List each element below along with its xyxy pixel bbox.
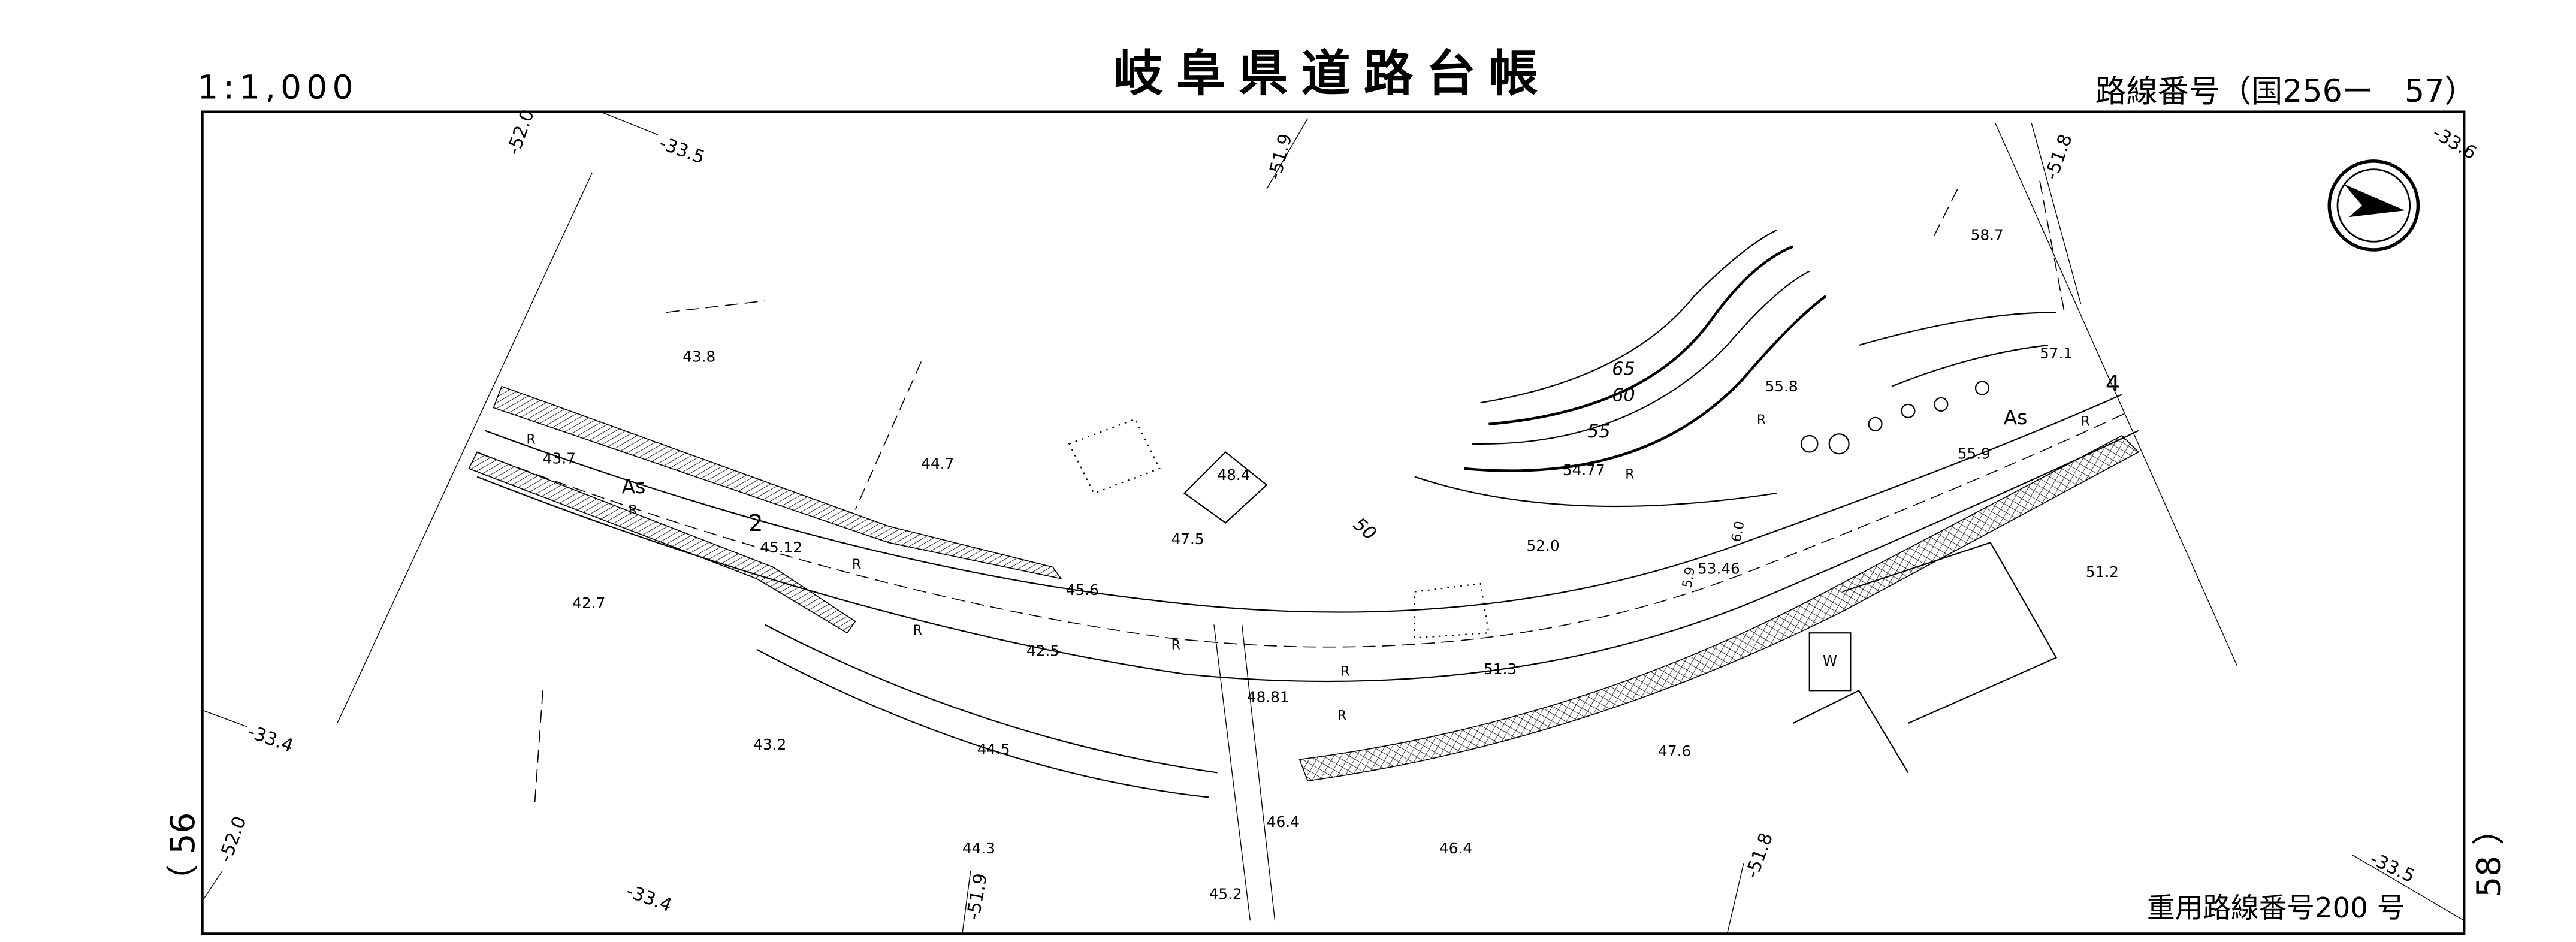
building-label: W — [1823, 652, 1837, 669]
svg-text:-51.9: -51.9 — [963, 872, 992, 922]
elevation: 45.12 — [760, 539, 802, 556]
surface-label: As — [622, 475, 646, 498]
svg-text:5.9: 5.9 — [1680, 566, 1698, 590]
sheet-ref-left: （ 56 — [164, 813, 202, 898]
road-labels: As 2 As 4 R R R R R R R R R R 6.0 5.9 W — [526, 370, 2120, 724]
elevation: 54.77 — [1563, 461, 1605, 479]
elevation: 53.46 — [1698, 560, 1740, 577]
svg-text:R: R — [2081, 415, 2090, 430]
contour-label: 65 — [1612, 359, 1635, 380]
svg-text:6.0: 6.0 — [1729, 520, 1748, 544]
grid-labels: -52.0 -33.5 -51.9 -51.8 -33.6 -33.4 -52.… — [215, 107, 2480, 922]
sheet-ref-right: 58 ） — [2470, 813, 2508, 898]
elevation: 51.2 — [2086, 563, 2119, 581]
elevation: 43.7 — [543, 450, 576, 467]
elevation: 48.4 — [1217, 466, 1250, 484]
elevation-points: 43.8 44.7 43.7 45.12 48.4 47.5 45.6 42.7… — [543, 227, 2119, 903]
elevation: 44.7 — [921, 455, 954, 472]
svg-text:R: R — [852, 557, 861, 572]
main-road — [468, 385, 2140, 921]
contour-label: 55 — [1587, 421, 1610, 442]
grid-lines — [202, 111, 2465, 934]
svg-text:R: R — [1625, 467, 1634, 482]
elevation: 43.2 — [753, 736, 786, 753]
route-number: 路線番号（国256ー 57） — [2095, 74, 2475, 110]
elevation: 47.6 — [1658, 742, 1691, 760]
section-number: 2 — [748, 510, 763, 537]
svg-text:-51.8: -51.8 — [2041, 131, 2077, 182]
north-arrow-icon — [2327, 159, 2420, 252]
svg-text:-33.4: -33.4 — [623, 881, 674, 917]
svg-text:R: R — [1171, 638, 1180, 653]
elevation: 52.0 — [1527, 537, 1560, 554]
surface-label: As — [2004, 406, 2028, 429]
contour-label: 50 — [1349, 514, 1380, 544]
svg-text:R: R — [526, 433, 535, 448]
elevation: 45.2 — [1209, 886, 1242, 903]
svg-text:-52.0: -52.0 — [503, 107, 539, 158]
svg-text:R: R — [1337, 709, 1346, 724]
section-number: 4 — [2106, 370, 2120, 397]
overlap-route-number: 重用路線番号200 号 — [2147, 892, 2405, 925]
elevation: 46.4 — [1267, 813, 1300, 831]
map-frame — [201, 110, 2466, 935]
svg-text:-33.4: -33.4 — [245, 721, 296, 757]
svg-text:-51.8: -51.8 — [1742, 830, 1778, 881]
contour-label: 60 — [1612, 385, 1635, 406]
svg-text:-33.5: -33.5 — [2367, 849, 2418, 887]
elevation: 55.9 — [1958, 445, 1991, 462]
elevation: 45.6 — [1066, 581, 1099, 599]
elevation: 42.5 — [1026, 642, 1059, 660]
svg-text:R: R — [1340, 665, 1349, 680]
elevation: 51.3 — [1484, 660, 1517, 678]
elevation: 44.5 — [977, 741, 1010, 758]
svg-text:-52.0: -52.0 — [215, 814, 251, 865]
map-features — [534, 180, 2065, 806]
contour-lines: 65 60 55 50 — [1349, 230, 1827, 545]
elevation: 48.81 — [1247, 688, 1289, 705]
elevation: 46.4 — [1439, 840, 1472, 857]
svg-text:-51.9: -51.9 — [1264, 131, 1297, 182]
svg-text:R: R — [1757, 413, 1766, 428]
elevation: 43.8 — [682, 348, 715, 366]
page-title: 岐阜県道路台帳 — [1114, 46, 1551, 102]
svg-text:-33.5: -33.5 — [656, 133, 707, 169]
svg-text:R: R — [629, 503, 638, 518]
elevation: 55.8 — [1765, 378, 1798, 395]
elevation: 42.7 — [572, 594, 605, 612]
elevation: 47.5 — [1171, 530, 1204, 548]
svg-text:-33.6: -33.6 — [2429, 122, 2480, 164]
elevation: 44.3 — [962, 840, 995, 857]
svg-text:R: R — [913, 623, 922, 638]
elevation: 57.1 — [2040, 345, 2073, 362]
elevation: 58.7 — [1971, 227, 2004, 244]
scale-label: 1:1,000 — [197, 68, 358, 107]
